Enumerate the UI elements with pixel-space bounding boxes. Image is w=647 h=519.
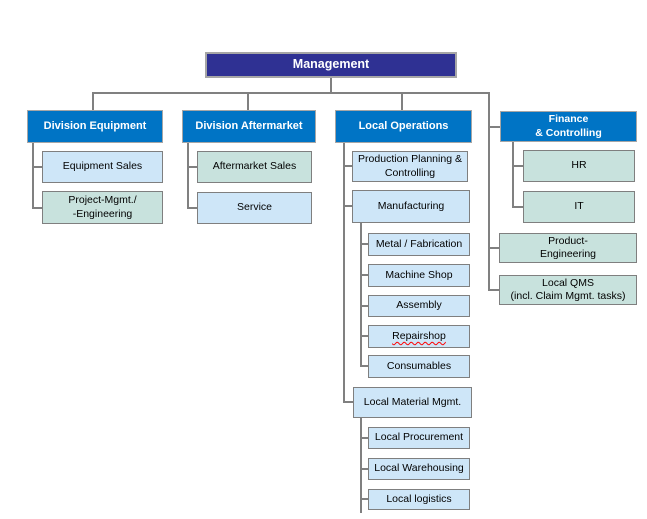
- node-finance-controlling[interactable]: Finance & Controlling: [500, 111, 637, 142]
- connector-drop-local-operations: [401, 92, 403, 110]
- node-division-aftermarket[interactable]: Division Aftermarket: [182, 110, 316, 143]
- node-machine-shop[interactable]: Machine Shop: [368, 264, 470, 287]
- node-assembly[interactable]: Assembly: [368, 295, 470, 317]
- node-product-engineering[interactable]: Product- Engineering: [499, 233, 637, 263]
- connector-stub-project-mgmt: [32, 207, 42, 209]
- node-manufacturing[interactable]: Manufacturing: [352, 190, 470, 223]
- connector-drop-division-equipment: [92, 92, 94, 110]
- connector-local-operations-vertical: [343, 143, 345, 402]
- connector-management-drop: [330, 78, 332, 93]
- connector-stub-local-material-mgmt: [343, 401, 353, 403]
- connector-equipment-vertical: [32, 143, 34, 208]
- connector-material-mgmt-vertical: [360, 418, 362, 513]
- connector-aftermarket-vertical: [187, 143, 189, 208]
- connector-stub-local-logistics: [360, 498, 368, 500]
- connector-stub-equipment-sales: [32, 166, 42, 168]
- connector-stub-manufacturing: [343, 205, 352, 207]
- connector-stub-machine-shop: [360, 274, 368, 276]
- node-metal-fabrication[interactable]: Metal / Fabrication: [368, 233, 470, 256]
- connector-stub-local-procurement: [360, 437, 368, 439]
- connector-manufacturing-vertical: [360, 223, 362, 366]
- node-service[interactable]: Service: [197, 192, 312, 224]
- node-repairshop[interactable]: Repairshop: [368, 325, 470, 348]
- connector-main-horizontal: [93, 92, 490, 94]
- repairshop-label-spellcheck: Repairshop: [392, 329, 446, 342]
- connector-stub-ppc: [343, 165, 352, 167]
- node-production-planning-controlling[interactable]: Production Planning & Controlling: [352, 151, 468, 182]
- connector-stub-assembly: [360, 305, 368, 307]
- node-local-procurement[interactable]: Local Procurement: [368, 427, 470, 449]
- node-local-material-mgmt[interactable]: Local Material Mgmt.: [353, 387, 472, 418]
- node-equipment-sales[interactable]: Equipment Sales: [42, 151, 163, 183]
- node-local-qms[interactable]: Local QMS (incl. Claim Mgmt. tasks): [499, 275, 637, 305]
- connector-stub-aftermarket-sales: [187, 166, 197, 168]
- connector-stub-local-warehousing: [360, 468, 368, 470]
- node-local-operations[interactable]: Local Operations: [335, 110, 472, 143]
- node-aftermarket-sales[interactable]: Aftermarket Sales: [197, 151, 312, 183]
- connector-stub-consumables: [360, 365, 368, 367]
- connector-stub-hr: [512, 165, 523, 167]
- connector-stub-it: [512, 206, 523, 208]
- connector-stub-product-engineering: [488, 247, 500, 249]
- node-division-equipment[interactable]: Division Equipment: [27, 110, 163, 143]
- connector-stub-repairshop: [360, 335, 368, 337]
- connector-right-vertical: [488, 92, 490, 290]
- node-consumables[interactable]: Consumables: [368, 355, 470, 378]
- connector-stub-metal-fabrication: [360, 243, 368, 245]
- node-local-warehousing[interactable]: Local Warehousing: [368, 458, 470, 480]
- node-local-logistics[interactable]: Local logistics: [368, 489, 470, 510]
- connector-stub-finance: [488, 126, 501, 128]
- node-hr[interactable]: HR: [523, 150, 635, 182]
- connector-finance-vertical: [512, 142, 514, 207]
- node-project-mgmt-engineering[interactable]: Project-Mgmt./ -Engineering: [42, 191, 163, 224]
- connector-drop-division-aftermarket: [247, 92, 249, 110]
- connector-stub-local-qms: [488, 289, 500, 291]
- node-management[interactable]: Management: [205, 52, 457, 78]
- connector-stub-service: [187, 207, 197, 209]
- node-it[interactable]: IT: [523, 191, 635, 223]
